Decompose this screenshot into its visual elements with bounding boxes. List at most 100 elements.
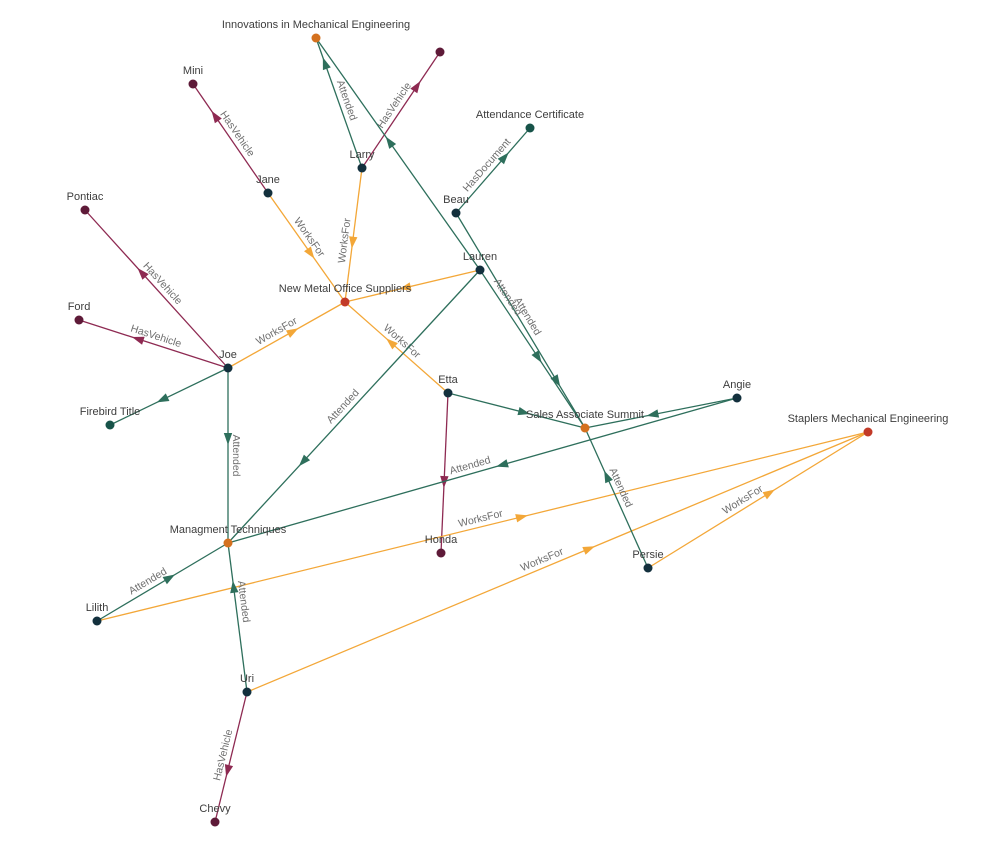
arrowhead-icon [531,350,542,363]
node-nmos[interactable]: New Metal Office Suppliers [279,283,412,307]
node-jane[interactable]: Jane [256,174,280,198]
node-dot-icon [188,79,198,89]
edge-larry-nmos[interactable]: WorksFor [336,167,363,303]
node-staplers[interactable]: Staplers Mechanical Engineering [788,413,949,437]
node-dot-icon [580,423,590,433]
edge-lauren-summit[interactable]: Attended [479,269,586,429]
node-dot-icon [643,563,653,573]
node-dot-icon [357,163,367,173]
edge-etta-summit[interactable] [447,392,586,429]
edge-joe-firebird-title[interactable] [109,367,229,426]
node-label: Etta [438,374,458,386]
edge-uri-mt[interactable]: Attended [227,542,252,693]
node-label: Honda [425,534,458,546]
edge-lilith-mt[interactable]: Attended [96,542,229,622]
node-label: Uri [240,673,254,685]
node-dot-icon [451,208,461,218]
node-joe[interactable]: Joe [219,349,237,373]
arrowhead-icon [385,136,397,149]
edge-label: Attended [230,434,242,476]
node-dot-icon [436,548,446,558]
edge-label: WorksFor [336,217,354,264]
arrowhead-icon [386,338,398,350]
arrowhead-icon [211,110,222,124]
edge-layer: HasVehicleHasVehicleHasVehicleHasVehicle… [78,37,869,823]
node-label: Jane [256,174,280,186]
arrowhead-icon [496,459,509,468]
edge-etta-nmos[interactable]: WorksFor [344,301,449,394]
edge-label: HasVehicle [375,80,414,130]
node-innovations[interactable]: Innovations in Mechanical Engineering [222,19,410,43]
edge-etta-honda[interactable] [440,392,449,554]
node-summit[interactable]: Sales Associate Summit [526,409,644,433]
edge-angie-summit[interactable] [584,397,738,429]
node-lauren[interactable]: Lauren [463,251,497,275]
arrowhead-icon [582,546,596,555]
node-dot-icon [863,427,873,437]
edge-persie-staplers[interactable]: WorksFor [647,431,869,569]
arrowhead-icon [646,409,660,418]
edge-joe-mt[interactable]: Attended [223,368,242,543]
edge-lauren-nmos[interactable] [344,269,481,303]
edge-joe-nmos[interactable]: WorksFor [227,301,346,369]
node-label: Staplers Mechanical Engineering [788,413,949,425]
node-beau[interactable]: Beau [443,194,469,218]
node-mt[interactable]: Managment Techniques [170,524,287,548]
node-angie[interactable]: Angie [723,379,751,403]
edge-lilith-staplers[interactable]: WorksFor [96,431,869,622]
node-attendance-certificate[interactable]: Attendance Certificate [476,109,584,133]
node-dot-icon [475,265,485,275]
edge-lauren-innovations[interactable] [315,37,481,271]
node-dot-icon [242,687,252,697]
arrowhead-icon [230,580,239,594]
node-dot-icon [210,817,220,827]
arrowhead-icon [285,328,299,338]
arrowhead-icon [517,406,531,416]
node-dot-icon [263,188,273,198]
node-ford[interactable]: Ford [68,301,91,325]
node-chevy[interactable]: Chevy [199,803,231,827]
edge-label: HasVehicle [140,260,184,307]
node-label: Lauren [463,251,497,263]
edge-label: HasVehicle [129,323,183,351]
node-unnamed-vehicle[interactable] [435,47,445,57]
node-dot-icon [340,297,350,307]
node-label: Angie [723,379,751,391]
node-dot-icon [311,33,321,43]
node-etta[interactable]: Etta [438,374,459,398]
arrowhead-icon [398,282,412,291]
node-persie[interactable]: Persie [632,549,664,573]
node-dot-icon [525,123,535,133]
arrowhead-icon [223,433,233,445]
node-label: Mini [183,65,203,77]
node-dot-icon [105,420,115,430]
node-dot-icon [435,47,445,57]
node-honda[interactable]: Honda [425,534,458,558]
arrowhead-icon [349,236,358,249]
node-larry[interactable]: Larry [349,149,375,173]
node-dot-icon [92,616,102,626]
node-pontiac[interactable]: Pontiac [67,191,104,215]
arrowhead-icon [156,393,170,403]
node-label: New Metal Office Suppliers [279,283,412,295]
node-mini[interactable]: Mini [183,65,203,89]
edge-label: Attended [235,580,252,623]
arrowhead-icon [604,470,613,484]
edge-lauren-mt[interactable]: Attended [227,269,481,544]
node-dot-icon [74,315,84,325]
node-uri[interactable]: Uri [240,673,254,697]
node-firebird-title[interactable]: Firebird Title [80,406,141,430]
node-label: Innovations in Mechanical Engineering [222,19,410,31]
node-label: Managment Techniques [170,524,287,536]
edge-beau-summit[interactable]: Attended [455,212,586,429]
node-lilith[interactable]: Lilith [86,602,109,626]
node-label: Chevy [199,803,231,815]
node-label: Sales Associate Summit [526,409,644,421]
node-label: Firebird Title [80,406,141,418]
node-dot-icon [732,393,742,403]
arrowhead-icon [162,574,176,585]
edge-label: HasDocument [461,136,514,194]
arrowhead-icon [304,246,315,259]
